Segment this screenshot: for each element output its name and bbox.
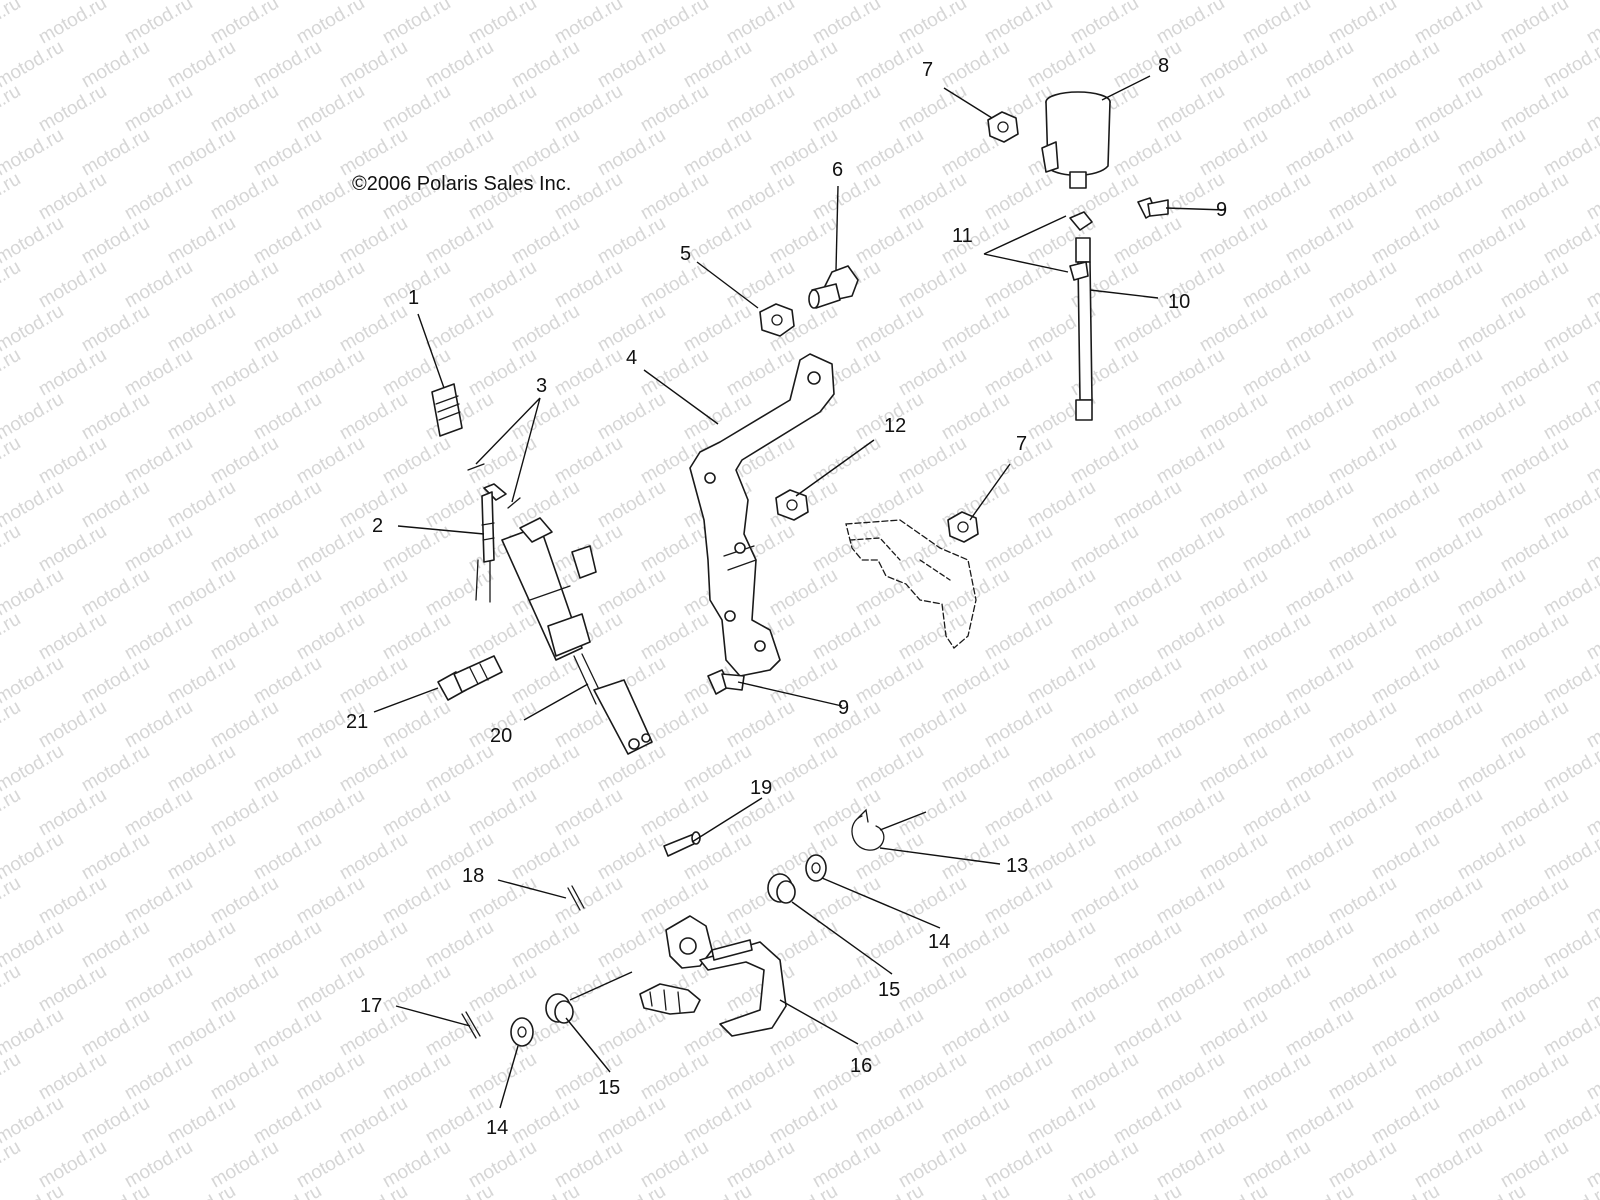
part-3-clamps xyxy=(467,463,521,509)
callout-14-left: 14 xyxy=(486,1117,508,1139)
callout-19: 19 xyxy=(750,777,772,799)
callout-7-top: 7 xyxy=(922,59,933,81)
part-19-pin xyxy=(663,831,701,857)
leader-lines xyxy=(373,75,1227,1109)
part-16-pedal xyxy=(639,915,787,1037)
callout-13: 13 xyxy=(1006,855,1028,877)
part-7-nut-mid xyxy=(947,511,979,543)
part-7-nut-top xyxy=(987,111,1019,143)
part-5-nut xyxy=(759,303,795,337)
callout-21: 21 xyxy=(346,711,368,733)
callout-10: 10 xyxy=(1168,291,1190,313)
copyright-notice: ©2006 Polaris Sales Inc. xyxy=(352,173,571,195)
part-18-cotter-pin xyxy=(567,885,585,911)
part-14-washer-left xyxy=(510,1017,534,1047)
part-10-tube xyxy=(1069,211,1093,421)
callout-11: 11 xyxy=(952,225,973,247)
part-21-bolt xyxy=(437,655,503,701)
part-1-fitting xyxy=(431,383,463,437)
part-8-reservoir xyxy=(1041,91,1111,189)
part-9-screw-top xyxy=(1137,197,1169,219)
callout-labels: 1 2 3 4 5 6 7 8 9 10 11 12 7 9 21 20 19 … xyxy=(346,55,1227,1139)
callout-3: 3 xyxy=(536,375,547,397)
part-13-spring xyxy=(851,808,885,851)
callout-14-right: 14 xyxy=(928,931,950,953)
callout-5: 5 xyxy=(680,243,691,265)
callout-1: 1 xyxy=(408,287,419,309)
callout-15-left: 15 xyxy=(598,1077,620,1099)
callout-8: 8 xyxy=(1158,55,1169,77)
part-6-bolt xyxy=(808,265,859,309)
callout-7-mid: 7 xyxy=(1016,433,1027,455)
callout-18: 18 xyxy=(462,865,484,887)
callout-4: 4 xyxy=(626,347,637,369)
master-cylinder xyxy=(501,517,597,661)
part-12-nut xyxy=(775,489,809,521)
part-15-bushing-left xyxy=(545,993,574,1024)
callout-12: 12 xyxy=(884,415,906,437)
phantom-caliper-bracket xyxy=(845,519,977,649)
part-9-screw-mid xyxy=(707,669,745,695)
callout-17: 17 xyxy=(360,995,382,1017)
callout-20: 20 xyxy=(490,725,512,747)
callout-6: 6 xyxy=(832,159,843,181)
callout-9-top: 9 xyxy=(1216,199,1227,221)
callout-9-mid: 9 xyxy=(838,697,849,719)
callout-16: 16 xyxy=(850,1055,872,1077)
part-2-hose xyxy=(475,483,507,603)
callout-2: 2 xyxy=(372,515,383,537)
part-20-clevis xyxy=(573,653,653,755)
callout-15-right: 15 xyxy=(878,979,900,1001)
part-4-bracket xyxy=(689,353,835,677)
part-14-washer-right xyxy=(805,854,827,882)
part-15-bushing-right xyxy=(767,873,796,904)
